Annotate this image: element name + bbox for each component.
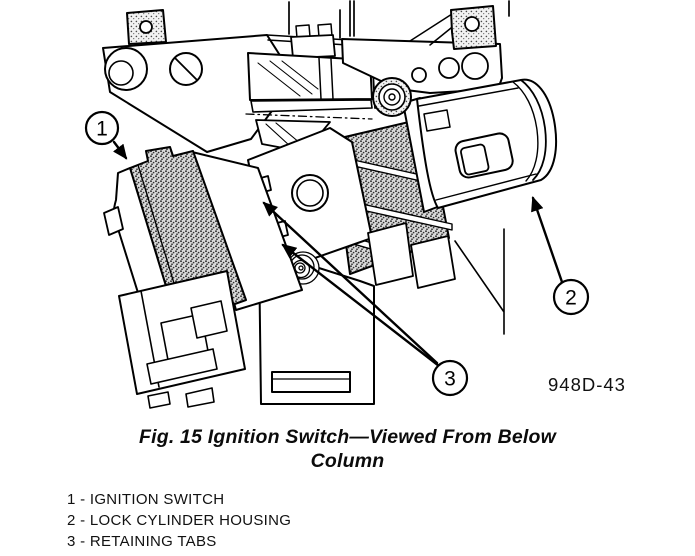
pivot-bolt [372,77,412,117]
callout-2-number: 2 [565,287,577,310]
figure-caption-line2: Column [310,450,385,472]
column-edge-lines [288,0,510,39]
callout-arrows [112,140,564,368]
figure-legend: 1 - IGNITION SWITCH 2 - LOCK CYLINDER HO… [67,489,291,552]
callout-1-number: 1 [96,118,108,141]
legend-item-lock-cylinder-housing: 2 - LOCK CYLINDER HOUSING [67,512,292,529]
figure-caption: Fig. 15 Ignition Switch—Viewed From Belo… [0,425,695,473]
callout-1-arrow [112,140,128,160]
figure-code-label: 948D-43 [548,374,626,395]
legend-item-retaining-tabs: 3 - RETAINING TABS [67,533,217,550]
figure-caption-line1: Fig. 15 Ignition Switch—Viewed From Belo… [138,426,556,448]
callout-1-circle [84,110,120,146]
legend-item-ignition-switch: 1 - IGNITION SWITCH [67,491,225,508]
callout-3-arrow-upper [262,201,439,365]
callout-2-circle [552,278,590,316]
callout-3-number: 3 [444,368,456,391]
ignition-switch-drawing [103,146,303,409]
bracket-tab-hole [139,20,153,34]
column-slot [271,371,351,393]
lock-cylinder-housing-drawing [402,78,557,213]
lower-bracket-boxes [367,222,456,289]
callout-3-arrow-lower [281,243,441,368]
callout-3-circle [431,359,469,397]
callout-2-arrow [531,196,564,284]
switch-connector [118,270,246,409]
